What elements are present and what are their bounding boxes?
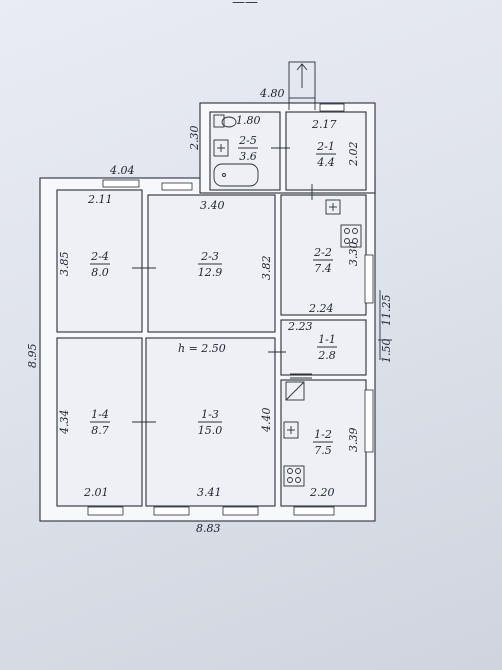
dim-224: 2.24	[308, 302, 334, 315]
svg-text:1-2: 1-2	[314, 428, 332, 441]
sink-icon-kitchen	[325, 199, 341, 215]
svg-text:15.0: 15.0	[198, 424, 223, 437]
sink-icon	[213, 139, 229, 157]
svg-text:8.7: 8.7	[91, 424, 109, 437]
ceiling-height: h = 2.50	[178, 342, 226, 355]
room-label-1-4: 1-4 8.7	[90, 408, 110, 437]
dim-220: 2.20	[309, 486, 335, 499]
svg-text:7.4: 7.4	[314, 262, 332, 275]
svg-text:2-4: 2-4	[90, 250, 109, 263]
dim-230: 2.30	[188, 126, 201, 152]
svg-text:12.9: 12.9	[198, 266, 223, 279]
svg-text:1-3: 1-3	[201, 408, 219, 421]
header-text: ——	[232, 0, 258, 10]
room-2-3	[147, 194, 276, 333]
svg-text:8.0: 8.0	[91, 266, 109, 279]
stove-icon-upper	[340, 224, 362, 248]
dim-202: 2.02	[347, 142, 360, 168]
dim-339: 3.39	[347, 428, 360, 453]
dim-883: 8.83	[196, 522, 221, 535]
water-heater-icon	[285, 381, 305, 401]
dim-1125: 11.25	[380, 295, 393, 327]
svg-text:2-1: 2-1	[316, 140, 335, 153]
dim-895: 8.95	[26, 344, 39, 369]
dim-217: 2.17	[311, 118, 337, 131]
dim-480: 4.80	[259, 87, 285, 100]
dim-341: 3.41	[197, 486, 222, 499]
dim-385: 3.85	[58, 252, 71, 277]
room-label-2-3: 2-3 12.9	[198, 250, 223, 279]
room-label-1-2: 1-2 7.5	[313, 428, 333, 457]
room-label-2-4: 2-4 8.0	[90, 250, 110, 279]
svg-text:2-5: 2-5	[238, 134, 257, 147]
dim-330: 3.30	[347, 242, 360, 267]
svg-text:1-1: 1-1	[318, 333, 336, 346]
door-marks	[132, 147, 392, 423]
dim-440: 4.40	[260, 408, 273, 434]
dim-211: 2.11	[87, 193, 113, 206]
windows	[87, 103, 374, 516]
room-label-2-5: 2-5 3.6	[238, 134, 258, 163]
bathtub-icon	[213, 163, 259, 187]
toilet-icon	[213, 114, 237, 128]
svg-text:2-2: 2-2	[313, 246, 332, 259]
room-2-1	[285, 111, 367, 191]
room-label-2-1: 2-1 4.4	[316, 140, 336, 169]
dim-223: 2.23	[287, 320, 313, 333]
room-label-2-2: 2-2 7.4	[313, 246, 333, 275]
entrance-symbol	[288, 61, 316, 110]
svg-text:3.6: 3.6	[239, 150, 257, 163]
svg-text:2.8: 2.8	[317, 349, 336, 362]
svg-text:2-3: 2-3	[200, 250, 219, 263]
sink-icon-lower	[283, 421, 299, 439]
room-2-5	[209, 111, 281, 191]
room-label-1-1: 1-1 2.8	[317, 333, 337, 362]
room-label-1-3: 1-3 15.0	[198, 408, 223, 437]
dim-382: 3.82	[260, 256, 273, 281]
room-1-1	[280, 319, 367, 376]
dim-180: 1.80	[236, 114, 261, 127]
dim-201: 2.01	[83, 486, 109, 499]
dim-404: 4.04	[109, 164, 135, 177]
svg-text:4.4: 4.4	[316, 156, 335, 169]
stove-icon-lower	[283, 465, 305, 487]
room-2-4	[56, 189, 143, 333]
dim-150: 1.50	[380, 339, 393, 364]
svg-text:1-4: 1-4	[91, 408, 109, 421]
svg-text:7.5: 7.5	[314, 444, 332, 457]
dim-340: 3.40	[200, 199, 225, 212]
dim-434: 4.34	[58, 410, 71, 436]
room-1-2	[280, 379, 367, 507]
